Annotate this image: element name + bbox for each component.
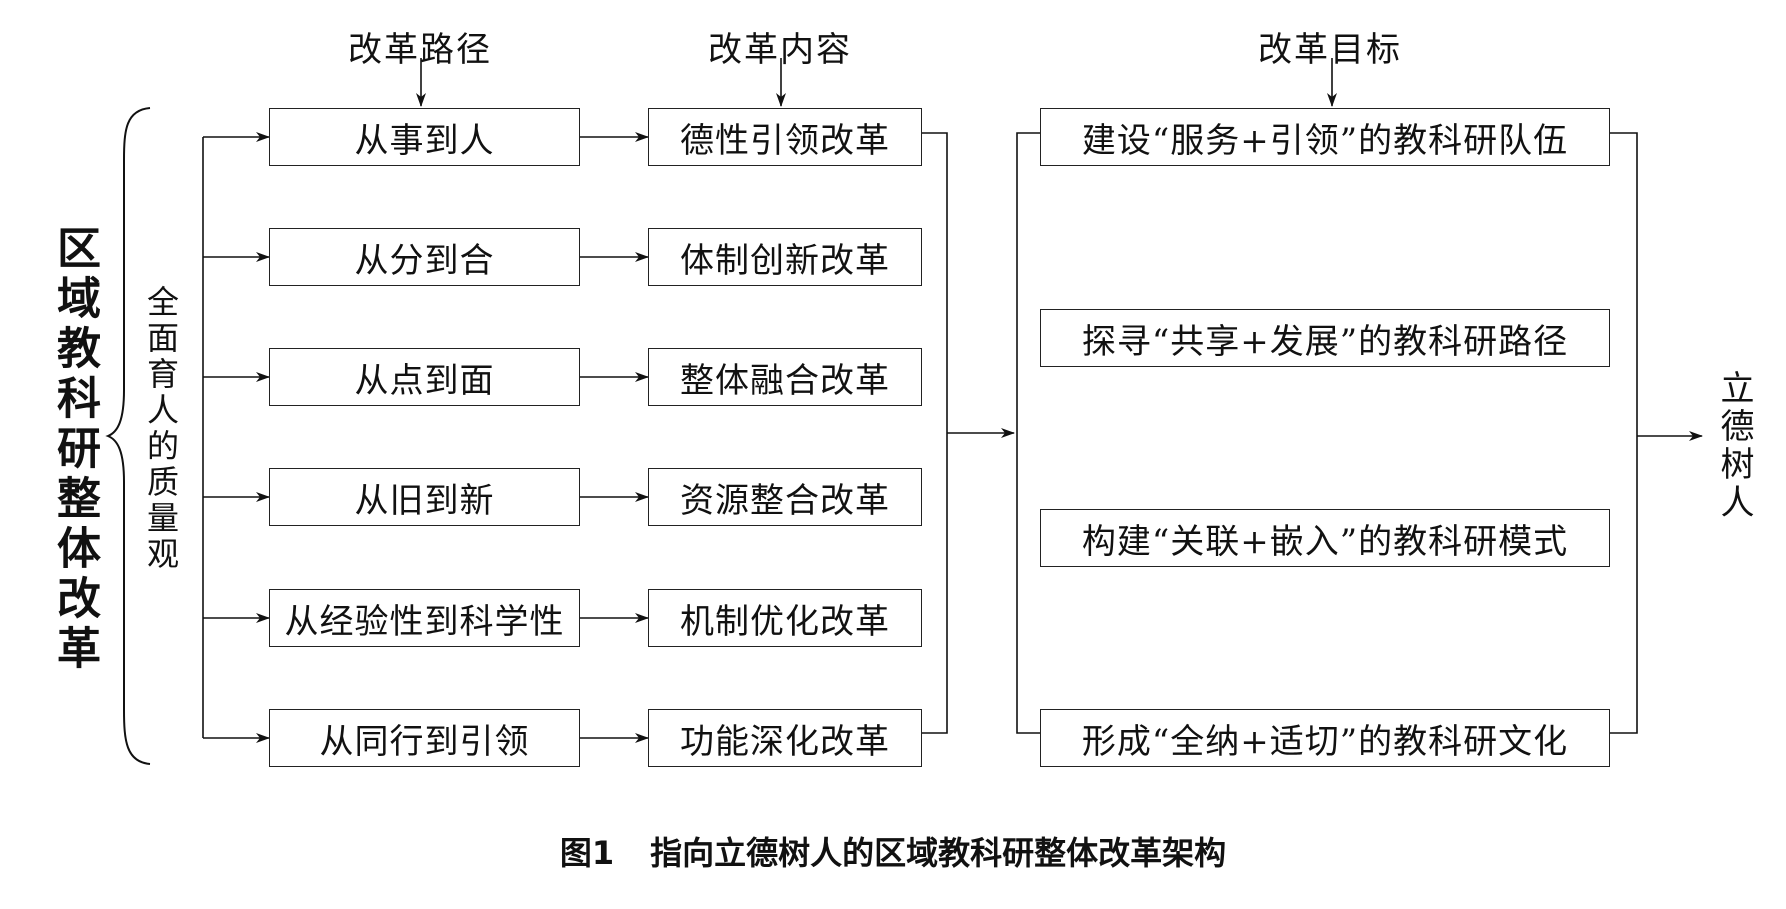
path-box-4: 从旧到新 [269,468,580,526]
main-title: 区域教科研整体改革 [49,225,100,675]
content-box-3: 整体融合改革 [648,348,922,406]
content-box-5: 机制优化改革 [648,589,922,647]
path-box-6: 从同行到引领 [269,709,580,767]
path-box-2: 从分到合 [269,228,580,286]
content-bracket [922,132,948,734]
path-box-1: 从事到人 [269,108,580,166]
figure-title: 指向立德树人的区域教科研整体改革架构 [650,834,1227,872]
goal-box-2: 探寻“共享+发展”的教科研路径 [1040,309,1610,367]
goal-box-3: 构建“关联+嵌入”的教科研模式 [1040,509,1610,567]
content-box-6: 功能深化改革 [648,709,922,767]
sub-title: 全面育人的质量观 [142,285,180,573]
header-content: 改革内容 [708,30,852,70]
figure-caption: 图1 指向立德树人的区域教科研整体改革架构 [0,828,1786,874]
final-goal: 立德树人 [1714,370,1754,522]
path-box-3: 从点到面 [269,348,580,406]
goals-bracket-right [1610,132,1638,734]
figure-number: 图1 [559,834,615,872]
content-box-1: 德性引领改革 [648,108,922,166]
goals-bracket-left [1016,132,1040,734]
goal-box-4: 形成“全纳+适切”的教科研文化 [1040,709,1610,767]
content-box-4: 资源整合改革 [648,468,922,526]
goal-box-1: 建设“服务+引领”的教科研队伍 [1040,108,1610,166]
content-box-2: 体制创新改革 [648,228,922,286]
curly-brace [105,107,151,765]
header-paths: 改革路径 [348,30,492,70]
path-box-5: 从经验性到科学性 [269,589,580,647]
header-goals: 改革目标 [1258,30,1402,70]
